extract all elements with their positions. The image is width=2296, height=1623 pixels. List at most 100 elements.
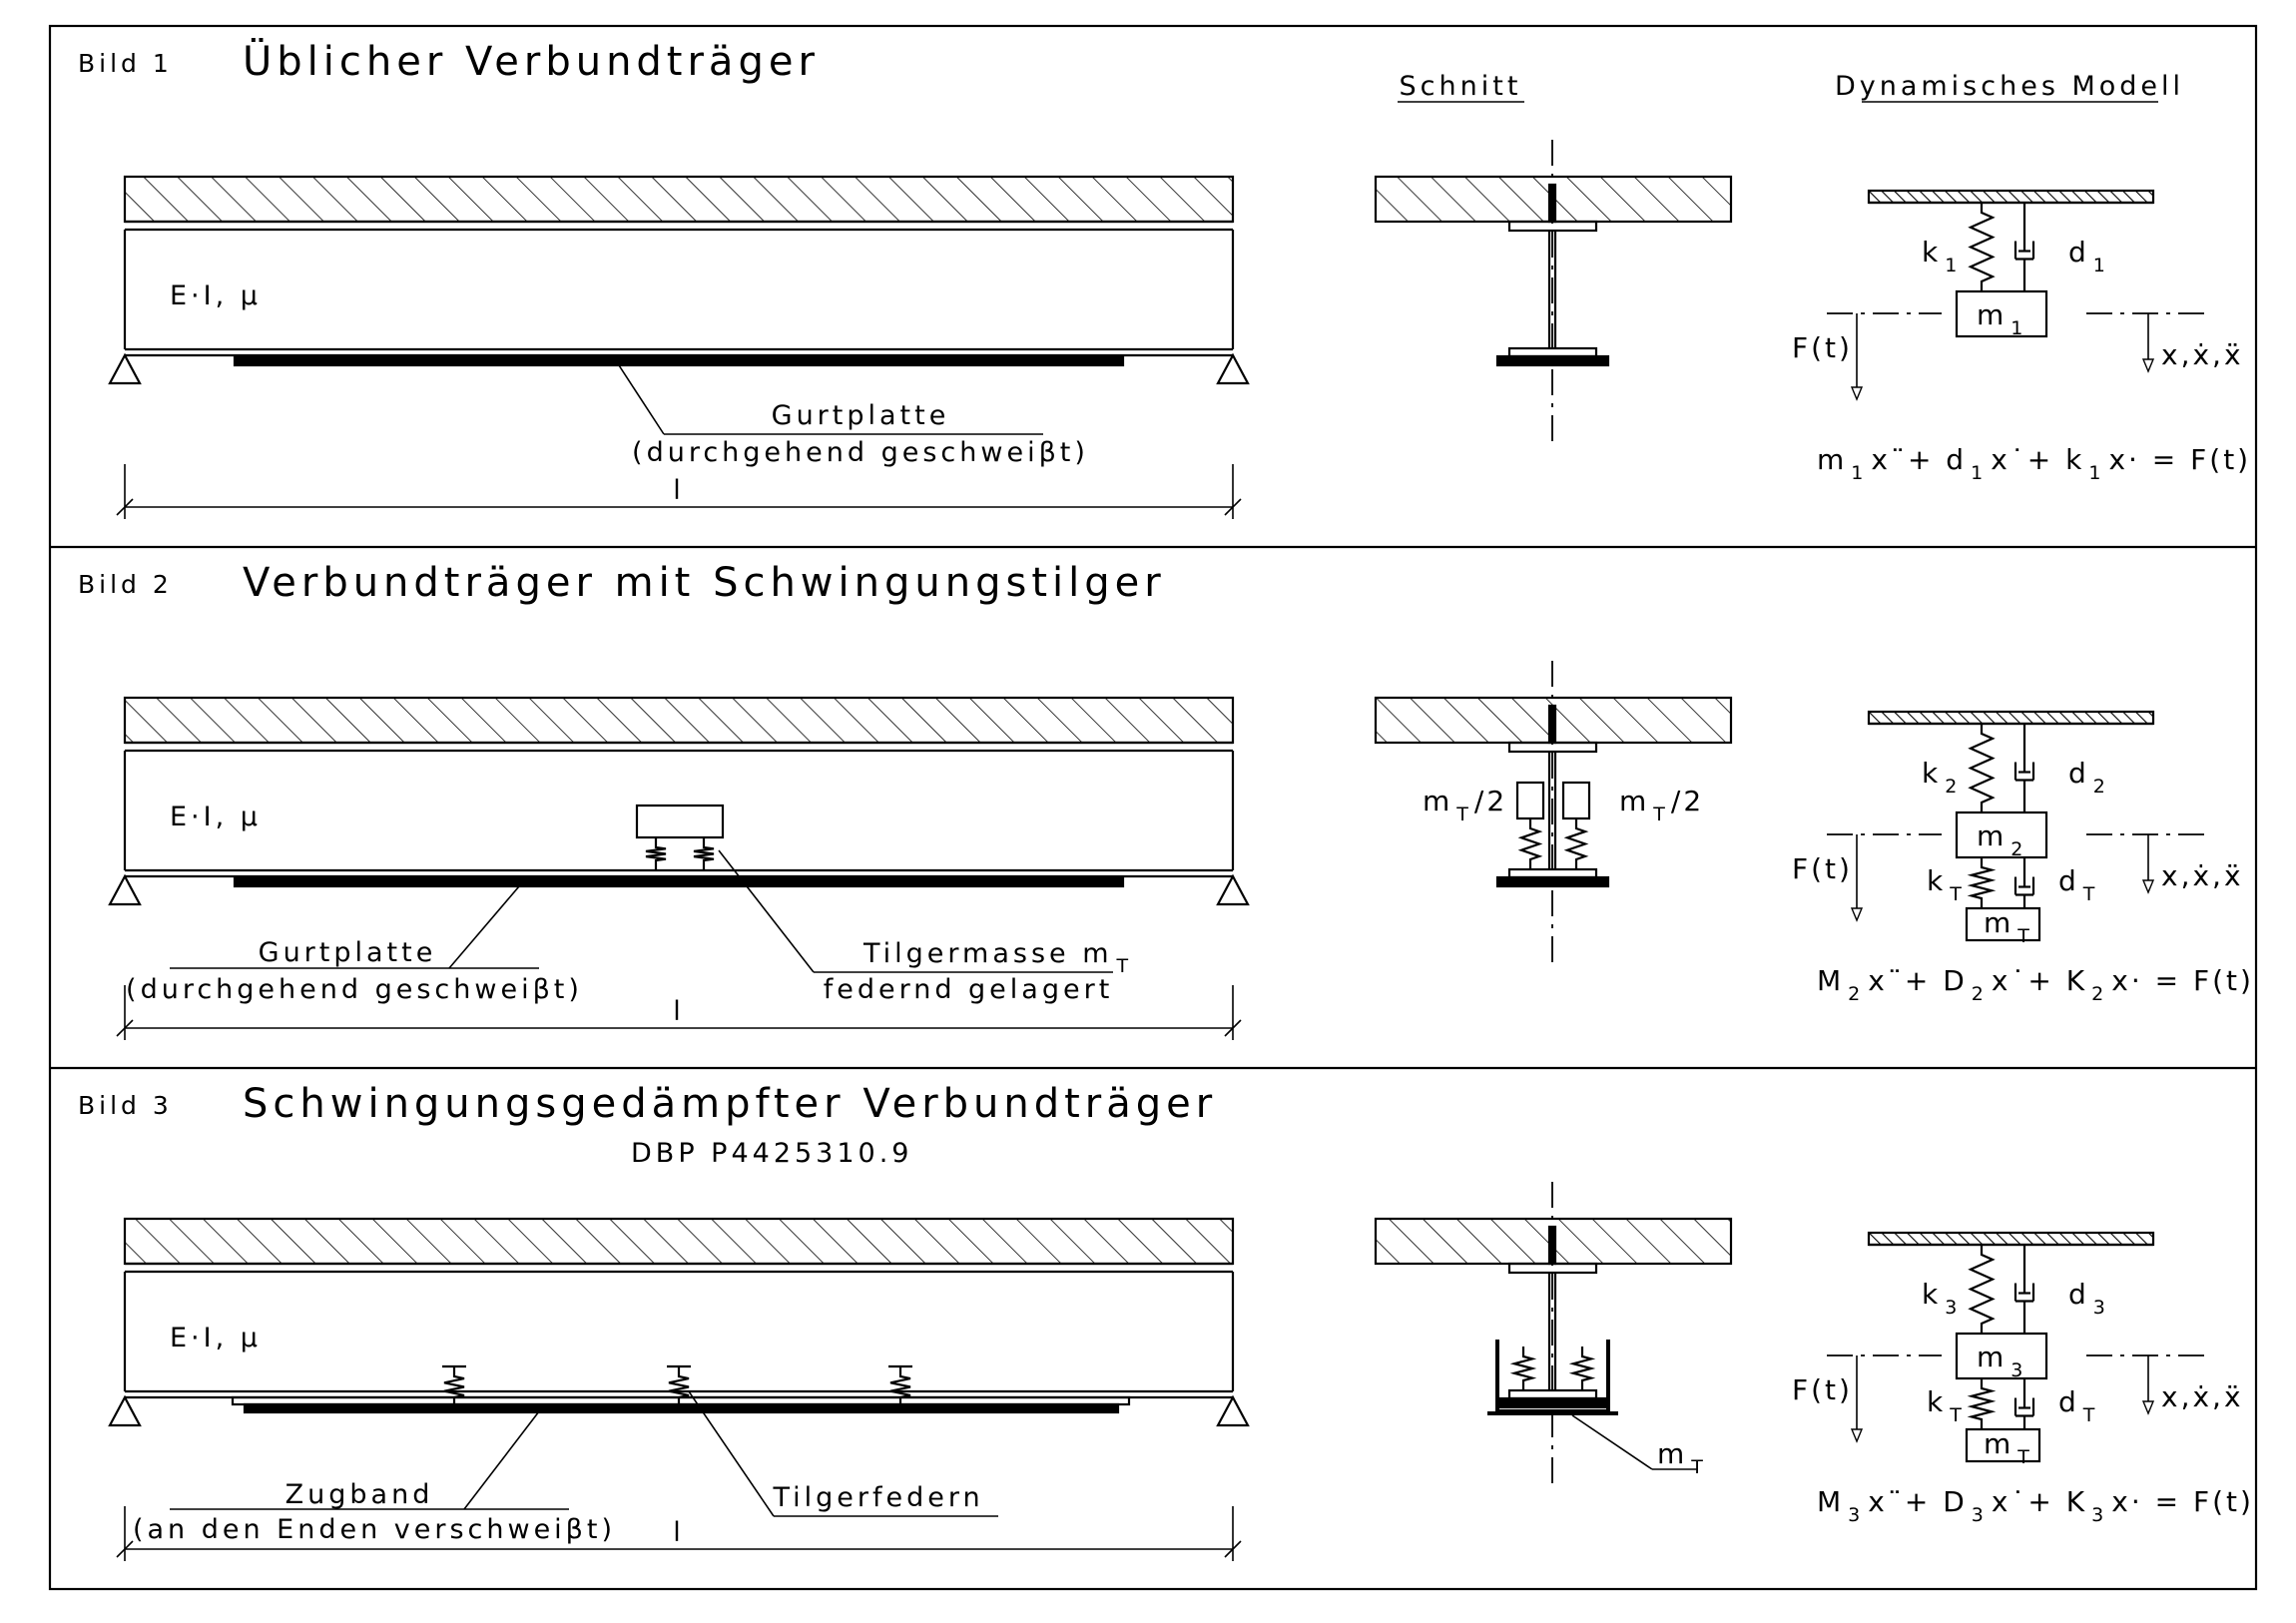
callout-text: Tilgermasse m: [862, 938, 1113, 969]
tie-band: [243, 1402, 1120, 1414]
section-spring-right: [1563, 818, 1589, 869]
concrete-slab: [123, 696, 1235, 745]
k-label: k: [1922, 236, 1941, 269]
right-support: [1216, 873, 1250, 906]
ei-label: E·I, μ: [170, 1323, 262, 1353]
figure-title: Schwingungsgedämpfter Verbundträger: [243, 1081, 1217, 1127]
figure-title: Verbundträger mit Schwingungstilger: [243, 560, 1166, 606]
equation-term: m: [1817, 443, 1847, 476]
beam-elevation: E·I, μ: [108, 175, 1250, 385]
mt-half-right-suffix: /2: [1671, 785, 1704, 817]
figure-number: Bild 3: [78, 1091, 173, 1120]
model-mass: [1955, 1332, 2048, 1380]
support-triangle: [108, 352, 142, 385]
equation-subscript: 2: [1972, 983, 1984, 1005]
cover-plate: [233, 875, 1125, 888]
force-label: F(t): [1792, 1373, 1853, 1406]
figure-number: Bild 1: [78, 49, 173, 78]
equation-term: x˙+ K: [1992, 964, 2087, 997]
equation-term: x˙+ K: [1992, 1485, 2087, 1518]
left-support: [108, 1394, 142, 1427]
arrow-head: [2141, 1400, 2155, 1415]
mt-label: m: [1657, 1437, 1687, 1470]
equation-term: x· = F(t): [2111, 964, 2254, 997]
section-bottom-flange: [1507, 867, 1598, 879]
disp-label: x,ẋ,ẍ: [2161, 1380, 2244, 1413]
tuned-spring-elevation: [645, 837, 667, 870]
tuned-damper: [2013, 1378, 2035, 1429]
equation-term: x¨+ D: [1868, 964, 1968, 997]
k-label-subscript: 3: [1945, 1297, 1957, 1319]
arrow-head: [1850, 1428, 1864, 1443]
section-top-flange: [1507, 220, 1598, 233]
kt-label: k: [1927, 864, 1946, 897]
span-dimension: l: [116, 1506, 1242, 1561]
half-mass-right: [1561, 781, 1591, 820]
section-top-flange: [1507, 741, 1598, 754]
section-bottom-flange: [1507, 1388, 1598, 1400]
cover-plate: [233, 354, 1125, 367]
mt-half-left-subscript: T: [1455, 804, 1468, 825]
support-triangle: [108, 1394, 142, 1427]
d-label: d: [2068, 236, 2089, 269]
ei-label: E·I, μ: [170, 280, 262, 311]
d-label: d: [2068, 757, 2089, 790]
panel-3: Bild 3 Schwingungsgedämpfter Verbundträge…: [78, 1081, 2251, 1561]
k-label-subscript: 1: [1945, 255, 1957, 276]
k-label: k: [1922, 1278, 1941, 1311]
section-cover-plate: [1495, 1396, 1610, 1409]
m-label: m: [1977, 1341, 2007, 1373]
equation-term: x· = F(t): [2108, 443, 2251, 476]
disp-arrow: [2141, 1355, 2155, 1415]
arrow-head: [1850, 907, 1864, 922]
m-label-subscript: 1: [2010, 317, 2022, 339]
equation-term: x¨+ d: [1871, 443, 1967, 476]
disp-label: x,ẋ,ẍ: [2161, 859, 2244, 892]
disp-label: x,ẋ,ẍ: [2161, 338, 2244, 371]
equation-subscript: 2: [1848, 983, 1860, 1005]
shear-stud: [1547, 183, 1557, 224]
section-spring-left: [1509, 1347, 1537, 1390]
tilger-spring-2: [668, 1366, 690, 1407]
dt-label: d: [2058, 864, 2079, 897]
mt-label-subscript: T: [1690, 1456, 1703, 1478]
support-triangle: [1216, 1394, 1250, 1427]
dt-label-subscript: T: [2082, 1404, 2095, 1426]
patent-number: DBP P4425310.9: [631, 1138, 912, 1169]
right-support: [1216, 352, 1250, 385]
mt-label-subscript: T: [2016, 1446, 2029, 1468]
equation-term: M: [1817, 1485, 1844, 1518]
section-bottom-flange: [1507, 346, 1598, 358]
mt-half-right-subscript: T: [1652, 804, 1665, 825]
section-heading: Schnitt: [1400, 71, 1522, 102]
support-triangle: [1216, 873, 1250, 906]
section-spring-left: [1517, 818, 1543, 869]
section-top-flange: [1507, 1262, 1598, 1275]
callout-text: Gurtplatte: [772, 400, 950, 431]
tuned-spring: [1967, 1378, 1997, 1429]
figure-number: Bild 2: [78, 570, 173, 599]
sheet-frame: [48, 24, 2258, 1591]
mt-label: m: [1984, 1427, 2013, 1460]
model-damper: [2013, 724, 2035, 812]
callout-text: Zugband: [286, 1479, 434, 1510]
mt-label-subscript: T: [2016, 925, 2029, 947]
span-dimension: l: [116, 985, 1242, 1040]
dim-tick: [1224, 1019, 1242, 1037]
